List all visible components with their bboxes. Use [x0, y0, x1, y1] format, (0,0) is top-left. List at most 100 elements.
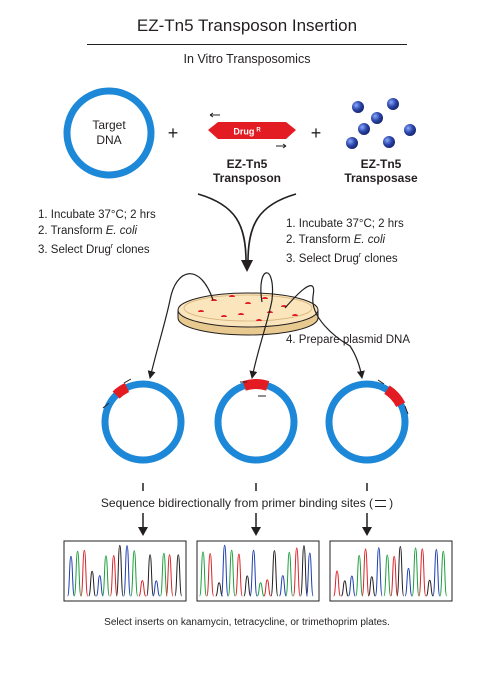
chromatogram-peak — [146, 554, 154, 597]
primer-arrowhead-right-icon — [282, 143, 287, 149]
chromatogram-peak — [396, 545, 405, 597]
chromatogram-peak — [404, 567, 413, 597]
step-left-1: 1. Incubate 37°C; 2 hrs — [38, 209, 156, 221]
chromatogram-peak — [300, 545, 308, 597]
transposase-bead-icon — [371, 112, 383, 124]
chromatogram-traces — [67, 544, 448, 597]
step-right-1: 1. Incubate 37°C; 2 hrs — [286, 218, 404, 230]
transposase-bead-icon — [358, 123, 370, 135]
transposase-label-line-2: Transposase — [344, 171, 418, 185]
chromatogram-1 — [63, 540, 187, 602]
chromatogram-peak — [432, 548, 441, 597]
chromatogram-peak — [425, 579, 434, 597]
chromatogram-peak — [256, 582, 265, 597]
title-rule — [87, 44, 407, 45]
plasmid-product-3 — [325, 379, 409, 464]
chromatogram-peak — [418, 548, 427, 597]
chromatogram-peak — [292, 547, 301, 597]
down-arrowhead-2-icon — [251, 527, 261, 536]
plasmid-product-1 — [101, 378, 185, 464]
chromatogram-peak — [383, 554, 392, 597]
plus-sign-2: + — [311, 123, 322, 143]
chromatogram-peak — [278, 575, 287, 597]
target-dna-label-line-2: DNA — [96, 133, 122, 147]
chromatogram-peak — [215, 582, 224, 597]
petri-dish — [177, 292, 319, 336]
chromatogram-peak — [340, 580, 349, 597]
target-dna-label-line-1: Target — [92, 118, 126, 132]
transposase-label-line-1: EZ-Tn5 — [360, 157, 402, 171]
chromatogram-2 — [196, 540, 320, 602]
chromatogram-peak — [165, 554, 174, 597]
down-arrowhead-3-icon — [362, 527, 372, 536]
pick-curve-left — [147, 273, 214, 379]
chromatogram-peak — [95, 575, 104, 597]
chromatogram-peak — [67, 555, 75, 597]
chromatogram-peak — [130, 550, 139, 597]
transposase-bead-icon — [383, 136, 395, 148]
pick-curve-right — [284, 285, 365, 379]
insert-segment — [384, 385, 406, 408]
target-dna-label: Target DNA — [84, 118, 134, 148]
down-arrowhead-1-icon — [138, 527, 148, 536]
chromatogram-peak — [159, 552, 168, 597]
chromatogram-peak — [355, 554, 364, 597]
chromatogram-peak — [123, 545, 131, 597]
transposon-label: EZ-Tn5 Transposon — [207, 157, 287, 185]
chromatogram-peak — [243, 575, 252, 597]
transposase-label: EZ-Tn5 Transposase — [338, 157, 424, 185]
primer-sites-icon — [373, 499, 389, 509]
converge-arrowhead-icon — [241, 260, 253, 272]
chromatogram-peak — [390, 555, 399, 597]
step-left-2: 2. Transform E. coli — [38, 225, 138, 237]
prepare-plasmid-step: 4. Prepare plasmid DNA — [286, 334, 410, 346]
transposase-bead-icon — [346, 137, 358, 149]
chromatogram-peak — [115, 544, 124, 597]
step-left-3: 3. Select Drugr clones — [38, 243, 150, 256]
chromatogram-peak — [88, 570, 97, 597]
chromatogram-3 — [329, 540, 453, 602]
sequence-caption: Sequence bidirectionally from primer bin… — [100, 496, 394, 510]
chromatogram-peak — [439, 550, 448, 597]
chromatogram-peak — [333, 570, 341, 597]
chromatogram-peak — [270, 549, 279, 597]
converge-curve-left — [197, 193, 247, 263]
figure-title: EZ-Tn5 Transposon Insertion — [136, 16, 358, 35]
chromatogram-peak — [263, 579, 272, 597]
chromatogram-peak — [227, 549, 236, 597]
steps-right: 1. Incubate 37°C; 2 hrs 2. Transform E. … — [286, 216, 404, 267]
chromatogram-peak — [73, 550, 82, 597]
transposase-bead-icon — [352, 101, 364, 113]
chromatogram-peak — [347, 575, 356, 597]
converge-curve-right — [247, 193, 297, 263]
chromatogram-peak — [206, 553, 215, 597]
insert-segment — [112, 383, 130, 399]
chromatogram-peak — [199, 551, 207, 597]
primer-arrowhead-left-icon — [209, 112, 214, 118]
chromatogram-peak — [102, 555, 110, 597]
insert-segment — [242, 379, 270, 391]
transposon-element — [208, 122, 296, 139]
chromatogram-peak — [109, 555, 118, 597]
pick-curve-center — [249, 272, 274, 379]
chromatogram-peak — [361, 548, 370, 597]
step-right-2: 2. Transform E. coli — [286, 234, 386, 246]
transposon-label-line-1: EZ-Tn5 — [226, 157, 268, 171]
chromatogram-peak — [305, 552, 314, 597]
chromatogram-peak — [234, 553, 243, 597]
chromatogram-peak — [138, 580, 147, 597]
chromatogram-peak — [152, 580, 161, 597]
target-dna-plasmid — [63, 87, 155, 179]
transposase-bead-icon — [404, 124, 416, 136]
chromatogram-peak — [411, 547, 420, 597]
figure-subtitle: In Vitro Transposomics — [183, 52, 311, 66]
chromatogram-peak — [249, 549, 258, 597]
chromatogram-peak — [174, 554, 183, 597]
chromatogram-peak — [367, 576, 376, 597]
plasmid-product-2 — [214, 379, 298, 464]
plus-sign-1: + — [168, 123, 179, 143]
chromatogram-peak — [220, 544, 229, 597]
